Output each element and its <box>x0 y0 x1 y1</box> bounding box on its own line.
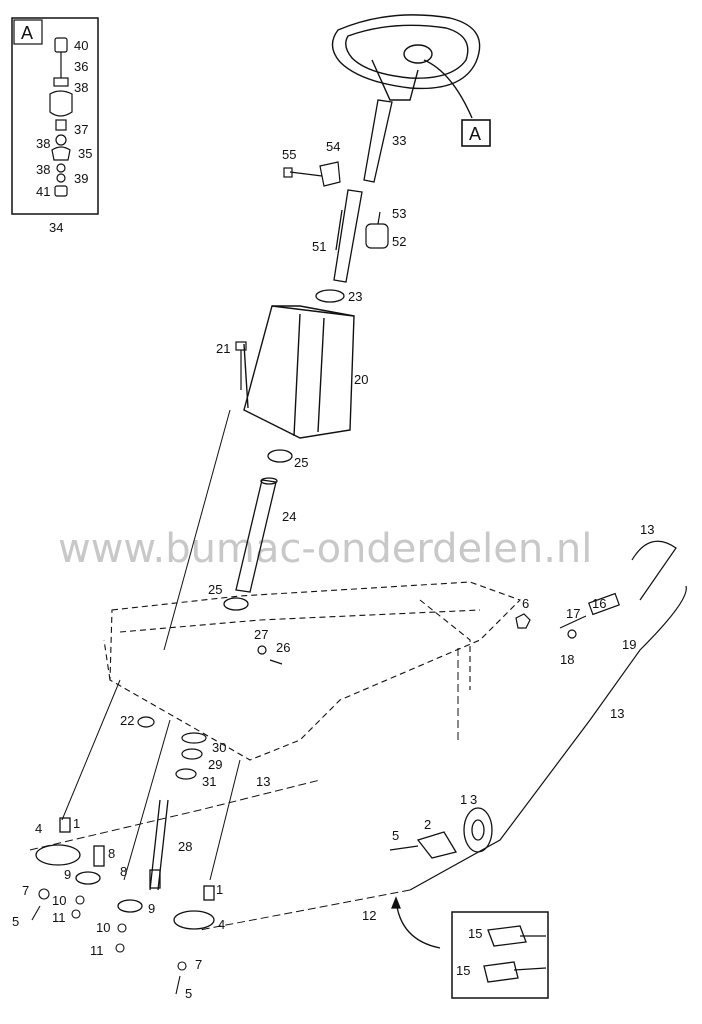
label-21: 21 <box>216 341 230 356</box>
svg-text:38: 38 <box>36 162 50 177</box>
steering-wheel <box>331 14 481 101</box>
label-1c: 1 <box>216 882 223 897</box>
label-15a: 15 <box>468 926 482 941</box>
callout-a-tag: A <box>469 124 481 144</box>
bolt-and-clip <box>283 161 341 187</box>
label-30: 30 <box>212 740 226 755</box>
label-23: 23 <box>348 289 362 304</box>
label-10b: 10 <box>96 920 110 935</box>
label-6: 6 <box>522 596 529 611</box>
assembly-lines <box>61 409 241 881</box>
label-15b: 15 <box>456 963 470 978</box>
label-25b: 25 <box>208 582 222 597</box>
svg-text:38: 38 <box>74 80 88 95</box>
chassis-frame <box>103 581 522 761</box>
label-27: 27 <box>254 627 268 642</box>
label-11b: 11 <box>90 943 104 958</box>
svg-text:36: 36 <box>74 59 88 74</box>
cable-assembly <box>409 540 687 891</box>
steering-shaft <box>333 99 393 283</box>
label-10a: 10 <box>52 893 66 908</box>
front-sprockets <box>35 799 215 930</box>
bolt-26-27 <box>257 645 283 665</box>
inset-a <box>11 17 99 215</box>
inset-a-tag: A <box>21 23 33 43</box>
label-55: 55 <box>282 147 296 162</box>
label-4b: 4 <box>218 917 225 932</box>
label-5c: 5 <box>185 986 192 1001</box>
idler-pulley <box>389 807 493 859</box>
bushing-23 <box>315 289 345 303</box>
label-1a: 1 <box>73 816 80 831</box>
bushing-25-bottom <box>223 597 249 611</box>
inset-a-caption: 34 <box>49 220 63 235</box>
callout-a <box>423 59 491 147</box>
label-31: 31 <box>202 774 216 789</box>
svg-text:38: 38 <box>36 136 50 151</box>
tube-24 <box>235 477 278 593</box>
label-29: 29 <box>208 757 222 772</box>
label-28: 28 <box>178 839 192 854</box>
small-fasteners <box>31 888 187 995</box>
bolt-21 <box>235 341 247 390</box>
label-5b: 5 <box>12 914 19 929</box>
label-16: 16 <box>592 596 606 611</box>
collar <box>365 211 389 249</box>
nut-6 <box>515 613 531 629</box>
label-53: 53 <box>392 206 406 221</box>
label-8a: 8 <box>108 846 115 861</box>
label-54: 54 <box>326 139 340 154</box>
svg-text:35: 35 <box>78 146 92 161</box>
label-25a: 25 <box>294 455 308 470</box>
label-13a: 13 <box>640 522 654 537</box>
watermark-text: www.bumac-onderdelen.nl <box>58 526 592 572</box>
label-33: 33 <box>392 133 406 148</box>
label-19: 19 <box>622 637 636 652</box>
svg-text:37: 37 <box>74 122 88 137</box>
inset-cable-ends <box>391 896 549 999</box>
label-18: 18 <box>560 652 574 667</box>
label-51: 51 <box>312 239 326 254</box>
label-9b: 9 <box>148 901 155 916</box>
label-22: 22 <box>120 713 134 728</box>
label-9a: 9 <box>64 867 71 882</box>
label-20: 20 <box>354 372 368 387</box>
bushing-25-top <box>267 449 293 463</box>
label-3: 3 <box>470 792 477 807</box>
label-24: 24 <box>282 509 296 524</box>
label-17: 17 <box>566 606 580 621</box>
label-52: 52 <box>392 234 406 249</box>
label-26: 26 <box>276 640 290 655</box>
svg-text:39: 39 <box>74 171 88 186</box>
cable-run <box>29 648 459 931</box>
label-7a: 7 <box>22 883 29 898</box>
label-12: 12 <box>362 908 376 923</box>
label-5a: 5 <box>392 828 399 843</box>
label-11a: 11 <box>52 910 66 925</box>
inset-a-labels: 40 36 38 37 38 35 38 39 41 <box>36 38 92 199</box>
label-4a: 4 <box>35 821 42 836</box>
label-7b: 7 <box>195 957 202 972</box>
label-8b: 8 <box>120 864 127 879</box>
svg-text:41: 41 <box>36 184 50 199</box>
label-2: 2 <box>424 817 431 832</box>
column-bracket <box>243 305 355 439</box>
svg-text:40: 40 <box>74 38 88 53</box>
part-labels: 1 1 1 2 3 4 4 5 5 5 6 7 7 8 8 9 9 10 10 … <box>12 133 654 1001</box>
label-13b: 13 <box>610 706 624 721</box>
label-1b: 1 <box>460 792 467 807</box>
label-13c: 13 <box>256 774 270 789</box>
washers <box>137 716 207 780</box>
